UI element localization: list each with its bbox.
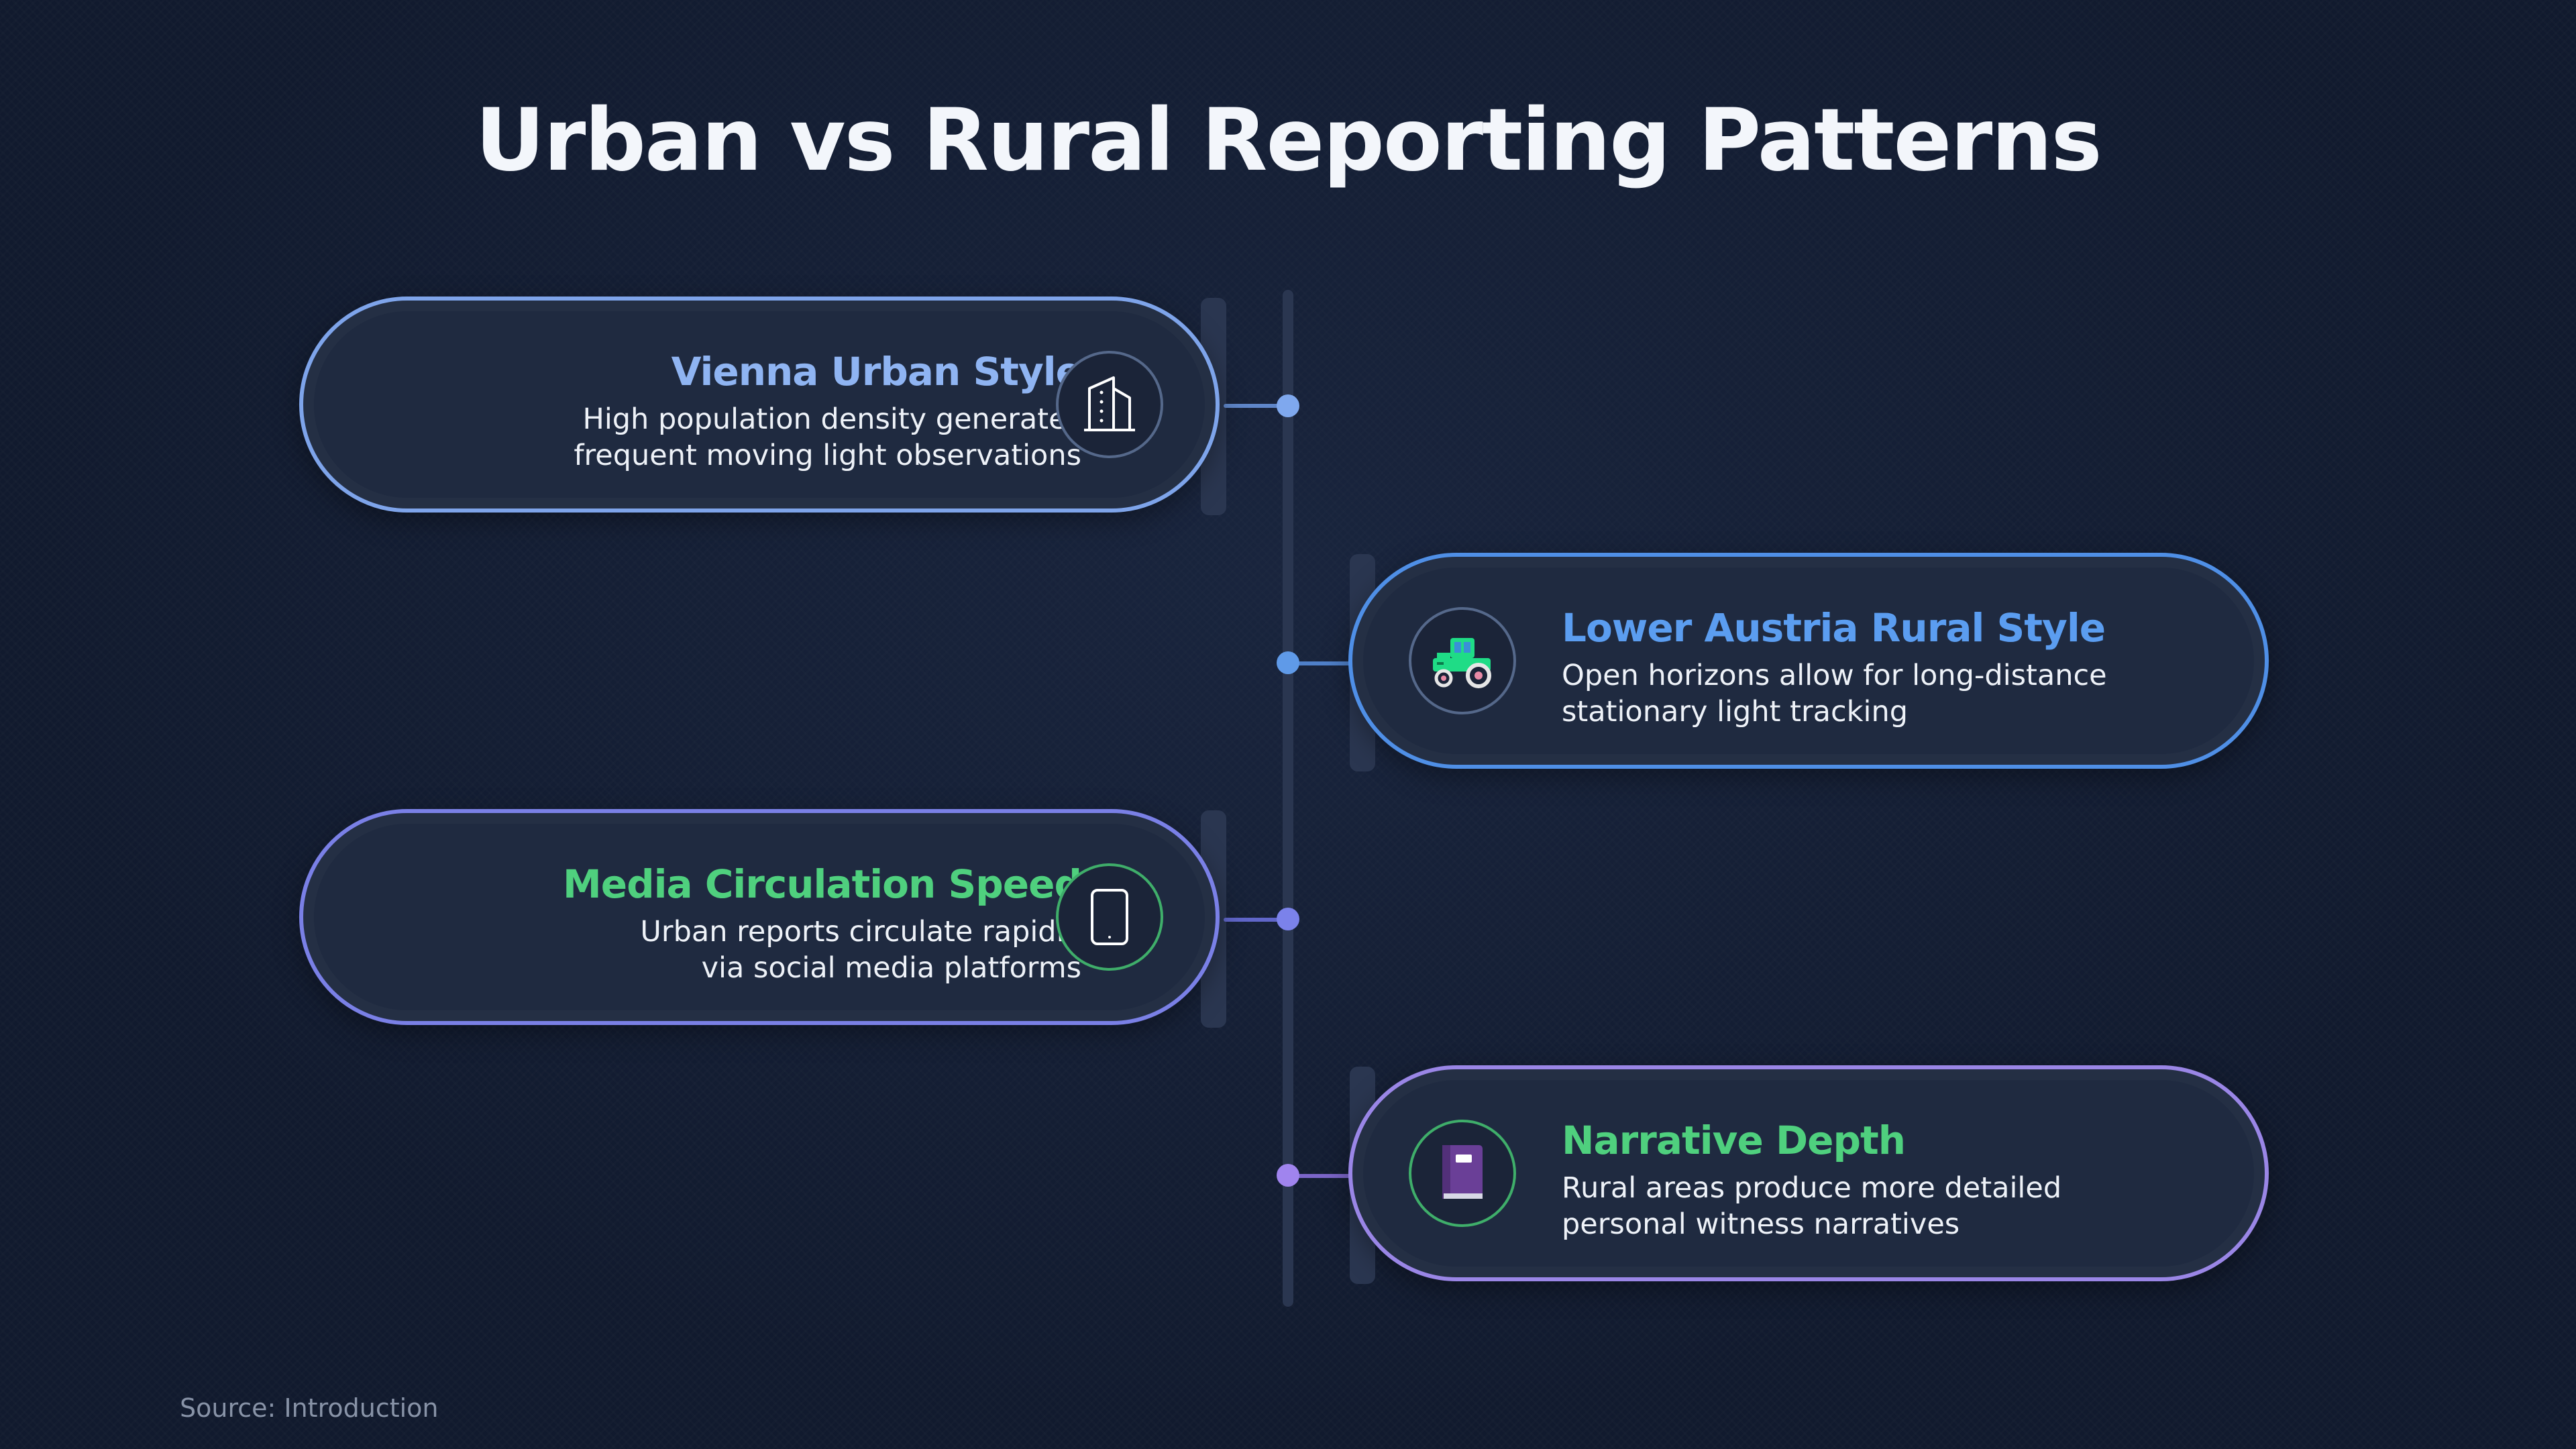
card-lower-austria-rural-style: Lower Austria Rural Style Open horizons … [1348, 553, 2269, 769]
timeline-connector [1288, 661, 1352, 665]
card-heading: Narrative Depth [1562, 1118, 1906, 1163]
card-description: Open horizons allow for long-distance st… [1562, 659, 2107, 729]
timeline-connector [1288, 1174, 1352, 1178]
timeline-dot [1277, 908, 1299, 930]
card-heading: Media Circulation Speed [563, 861, 1082, 907]
timeline-connector [1224, 404, 1288, 408]
card-vienna-urban-style: Vienna Urban Style High population densi… [299, 297, 1220, 513]
book-icon [1409, 1120, 1516, 1227]
tablet-icon [1056, 863, 1163, 971]
source-caption: Source: Introduction [180, 1393, 439, 1423]
card-heading: Lower Austria Rural Style [1562, 605, 2106, 651]
card-description: High population density generates freque… [574, 402, 1081, 472]
building-icon [1056, 351, 1163, 458]
timeline-dot [1277, 394, 1299, 417]
timeline-connector [1224, 918, 1288, 922]
timeline-dot [1277, 651, 1299, 674]
page-title: Urban vs Rural Reporting Patterns [475, 91, 2102, 191]
card-heading: Vienna Urban Style [671, 349, 1082, 394]
card-media-circulation-speed: Media Circulation Speed Urban reports ci… [299, 809, 1220, 1025]
card-narrative-depth: Narrative Depth Rural areas produce more… [1348, 1065, 2269, 1281]
timeline-dot [1277, 1164, 1299, 1187]
card-description: Urban reports circulate rapidly via soci… [640, 915, 1081, 985]
card-description: Rural areas produce more detailed person… [1562, 1171, 2062, 1241]
tractor-icon [1409, 607, 1516, 714]
timeline-spine [1283, 290, 1293, 1307]
